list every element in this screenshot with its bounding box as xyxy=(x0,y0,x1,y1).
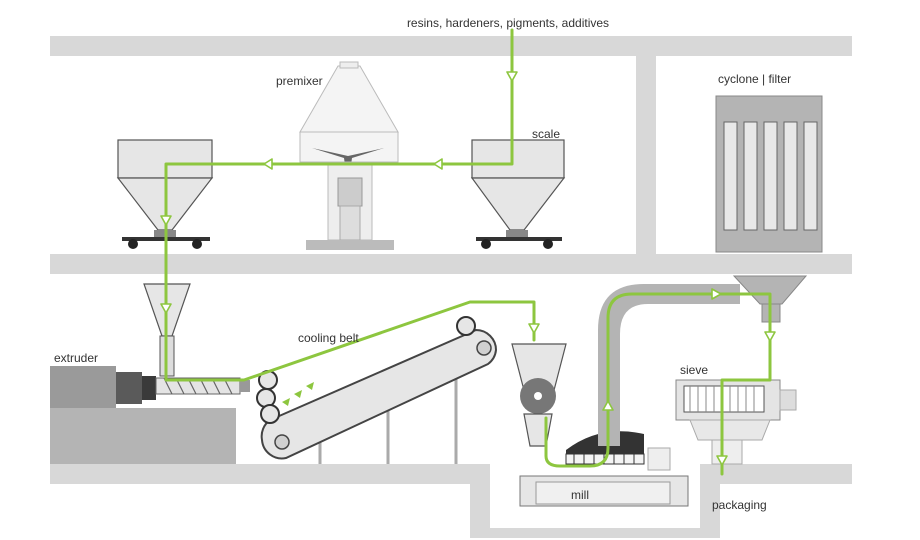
premixer-agitator xyxy=(312,148,384,172)
mill xyxy=(511,343,689,507)
container-wheel xyxy=(128,239,138,249)
flow-arrow-down xyxy=(506,71,518,82)
extruder xyxy=(50,283,250,464)
premixer xyxy=(299,61,399,250)
container-wheel xyxy=(192,239,202,249)
top-floor-slab xyxy=(50,36,852,56)
container-wheel xyxy=(481,239,491,249)
inputs-label: resins, hardeners, pigments, additives xyxy=(407,16,609,30)
cooling-roller xyxy=(260,404,280,424)
ground-floor-with-pit xyxy=(50,464,852,538)
middle-floor-slab xyxy=(50,254,852,274)
cooling-belt-label: cooling belt xyxy=(298,331,359,345)
extruder-label: extruder xyxy=(54,351,98,365)
material-flow xyxy=(164,28,772,476)
sieve xyxy=(675,379,797,465)
labels: resins, hardeners, pigments, additives p… xyxy=(54,16,791,512)
scale-label: scale xyxy=(532,127,560,141)
sieve-label: sieve xyxy=(680,363,708,377)
flow-direction-arrows xyxy=(160,71,776,466)
filter-cartridge xyxy=(763,121,778,231)
cyclone-filter-label: cyclone | filter xyxy=(718,72,791,86)
flow-arrow-down xyxy=(528,323,540,334)
building-structure xyxy=(50,36,852,538)
premixer-label: premixer xyxy=(276,74,323,88)
mill-label: mill xyxy=(571,488,589,502)
flow-arrow-up xyxy=(602,400,614,411)
filter-cartridge xyxy=(783,121,798,231)
conveyor-belt-loop xyxy=(260,328,498,460)
cooling-flow-markers xyxy=(282,382,314,406)
cyclone-filter xyxy=(715,95,823,323)
flow-arrow-right xyxy=(711,288,722,300)
cooling-roller xyxy=(456,316,476,336)
wall-column xyxy=(636,56,656,254)
belt-pulley xyxy=(476,340,492,356)
filter-cartridge xyxy=(803,121,818,231)
filter-cartridge xyxy=(723,121,738,231)
cooling-belt xyxy=(256,316,498,464)
flow-arrow-down xyxy=(160,215,172,226)
flow-line-raw-materials xyxy=(164,28,536,382)
scale-container xyxy=(470,139,566,249)
flow-arrow-left xyxy=(433,158,443,170)
belt-pulley xyxy=(274,434,290,450)
flow-arrow-down xyxy=(160,303,172,314)
container-wheel xyxy=(543,239,553,249)
filter-cartridge xyxy=(743,121,758,231)
flow-arrow-down xyxy=(764,331,776,342)
flow-line-mill-to-filter xyxy=(544,292,772,476)
packaging-label: packaging xyxy=(712,498,767,512)
flow-arrow-down xyxy=(716,455,728,466)
flow-arrow-left xyxy=(263,158,273,170)
